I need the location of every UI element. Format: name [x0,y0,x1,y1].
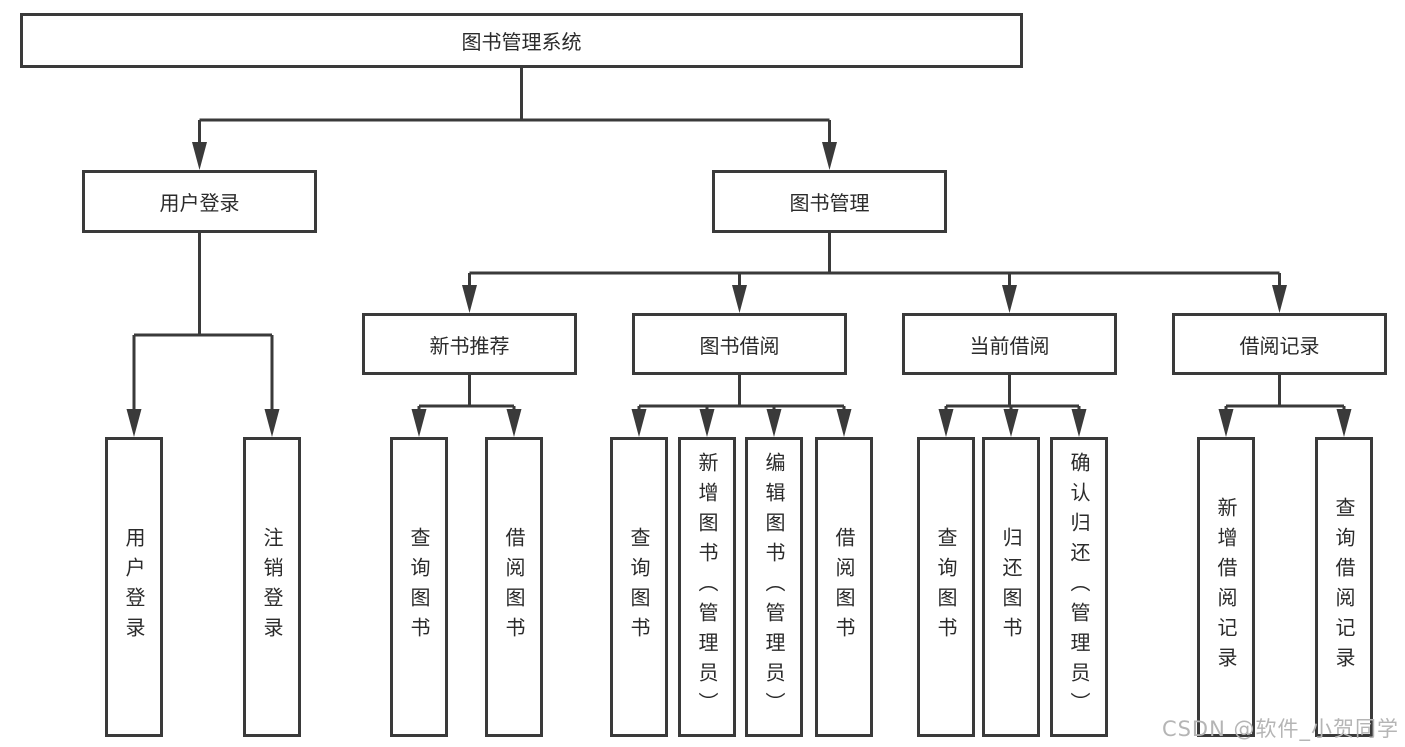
node-new-book-recommendation: 新书推荐 [362,313,577,375]
leaf-borrow-books-label: 借阅图书 [832,527,856,647]
leaf-newbooks-borrow-books-label: 借阅图书 [502,527,526,647]
leaf-logout-label: 注销登录 [260,527,284,647]
arrowheads [126,142,1352,437]
leaf-query-borrow-record-label: 查询借阅记录 [1332,497,1356,677]
node-library-management-system-label: 图书管理系统 [461,30,582,54]
leaf-add-books-admin-label: 新增图书（管理员） [695,452,719,722]
leaf-confirm-return-admin-label: 确认归还（管理员） [1067,452,1091,722]
leaf-newbooks-query-books-label: 查询图书 [407,527,431,647]
leaf-newbooks-borrow-books: 借阅图书 [485,437,543,737]
leaf-add-books-admin: 新增图书（管理员） [678,437,736,737]
leaf-borrow-books: 借阅图书 [815,437,873,737]
node-book-borrowing-label: 图书借阅 [699,333,780,358]
leaf-add-borrow-record-label: 新增借阅记录 [1214,497,1238,677]
node-user-login-label: 用户登录 [159,191,240,215]
leaf-borrow-query-books: 查询图书 [610,437,668,737]
leaf-logout: 注销登录 [243,437,301,737]
leaf-user-login: 用户登录 [105,437,163,737]
leaf-current-query-books-label: 查询图书 [934,527,958,647]
node-book-borrowing: 图书借阅 [632,313,847,375]
leaf-return-books-label: 归还图书 [999,527,1023,647]
node-borrowing-records-label: 借阅记录 [1239,333,1320,358]
node-borrowing-records: 借阅记录 [1172,313,1387,375]
node-current-borrowing-label: 当前借阅 [969,333,1050,358]
leaf-current-query-books: 查询图书 [917,437,975,737]
node-current-borrowing: 当前借阅 [902,313,1117,375]
leaf-query-borrow-record: 查询借阅记录 [1315,437,1373,737]
leaf-borrow-query-books-label: 查询图书 [627,527,651,647]
node-book-management: 图书管理 [712,170,947,233]
leaf-user-login-label: 用户登录 [122,527,146,647]
node-user-login: 用户登录 [82,170,317,233]
leaf-edit-books-admin: 编辑图书（管理员） [745,437,803,737]
leaf-newbooks-query-books: 查询图书 [390,437,448,737]
node-library-management-system: 图书管理系统 [20,13,1023,68]
leaf-add-borrow-record: 新增借阅记录 [1197,437,1255,737]
watermark: CSDN @软件_小贺同学 [1161,717,1399,741]
node-new-book-recommendation-label: 新书推荐 [429,333,510,358]
leaf-edit-books-admin-label: 编辑图书（管理员） [762,452,786,722]
leaf-return-books: 归还图书 [982,437,1040,737]
node-book-management-label: 图书管理 [789,191,870,215]
leaf-confirm-return-admin: 确认归还（管理员） [1050,437,1108,737]
